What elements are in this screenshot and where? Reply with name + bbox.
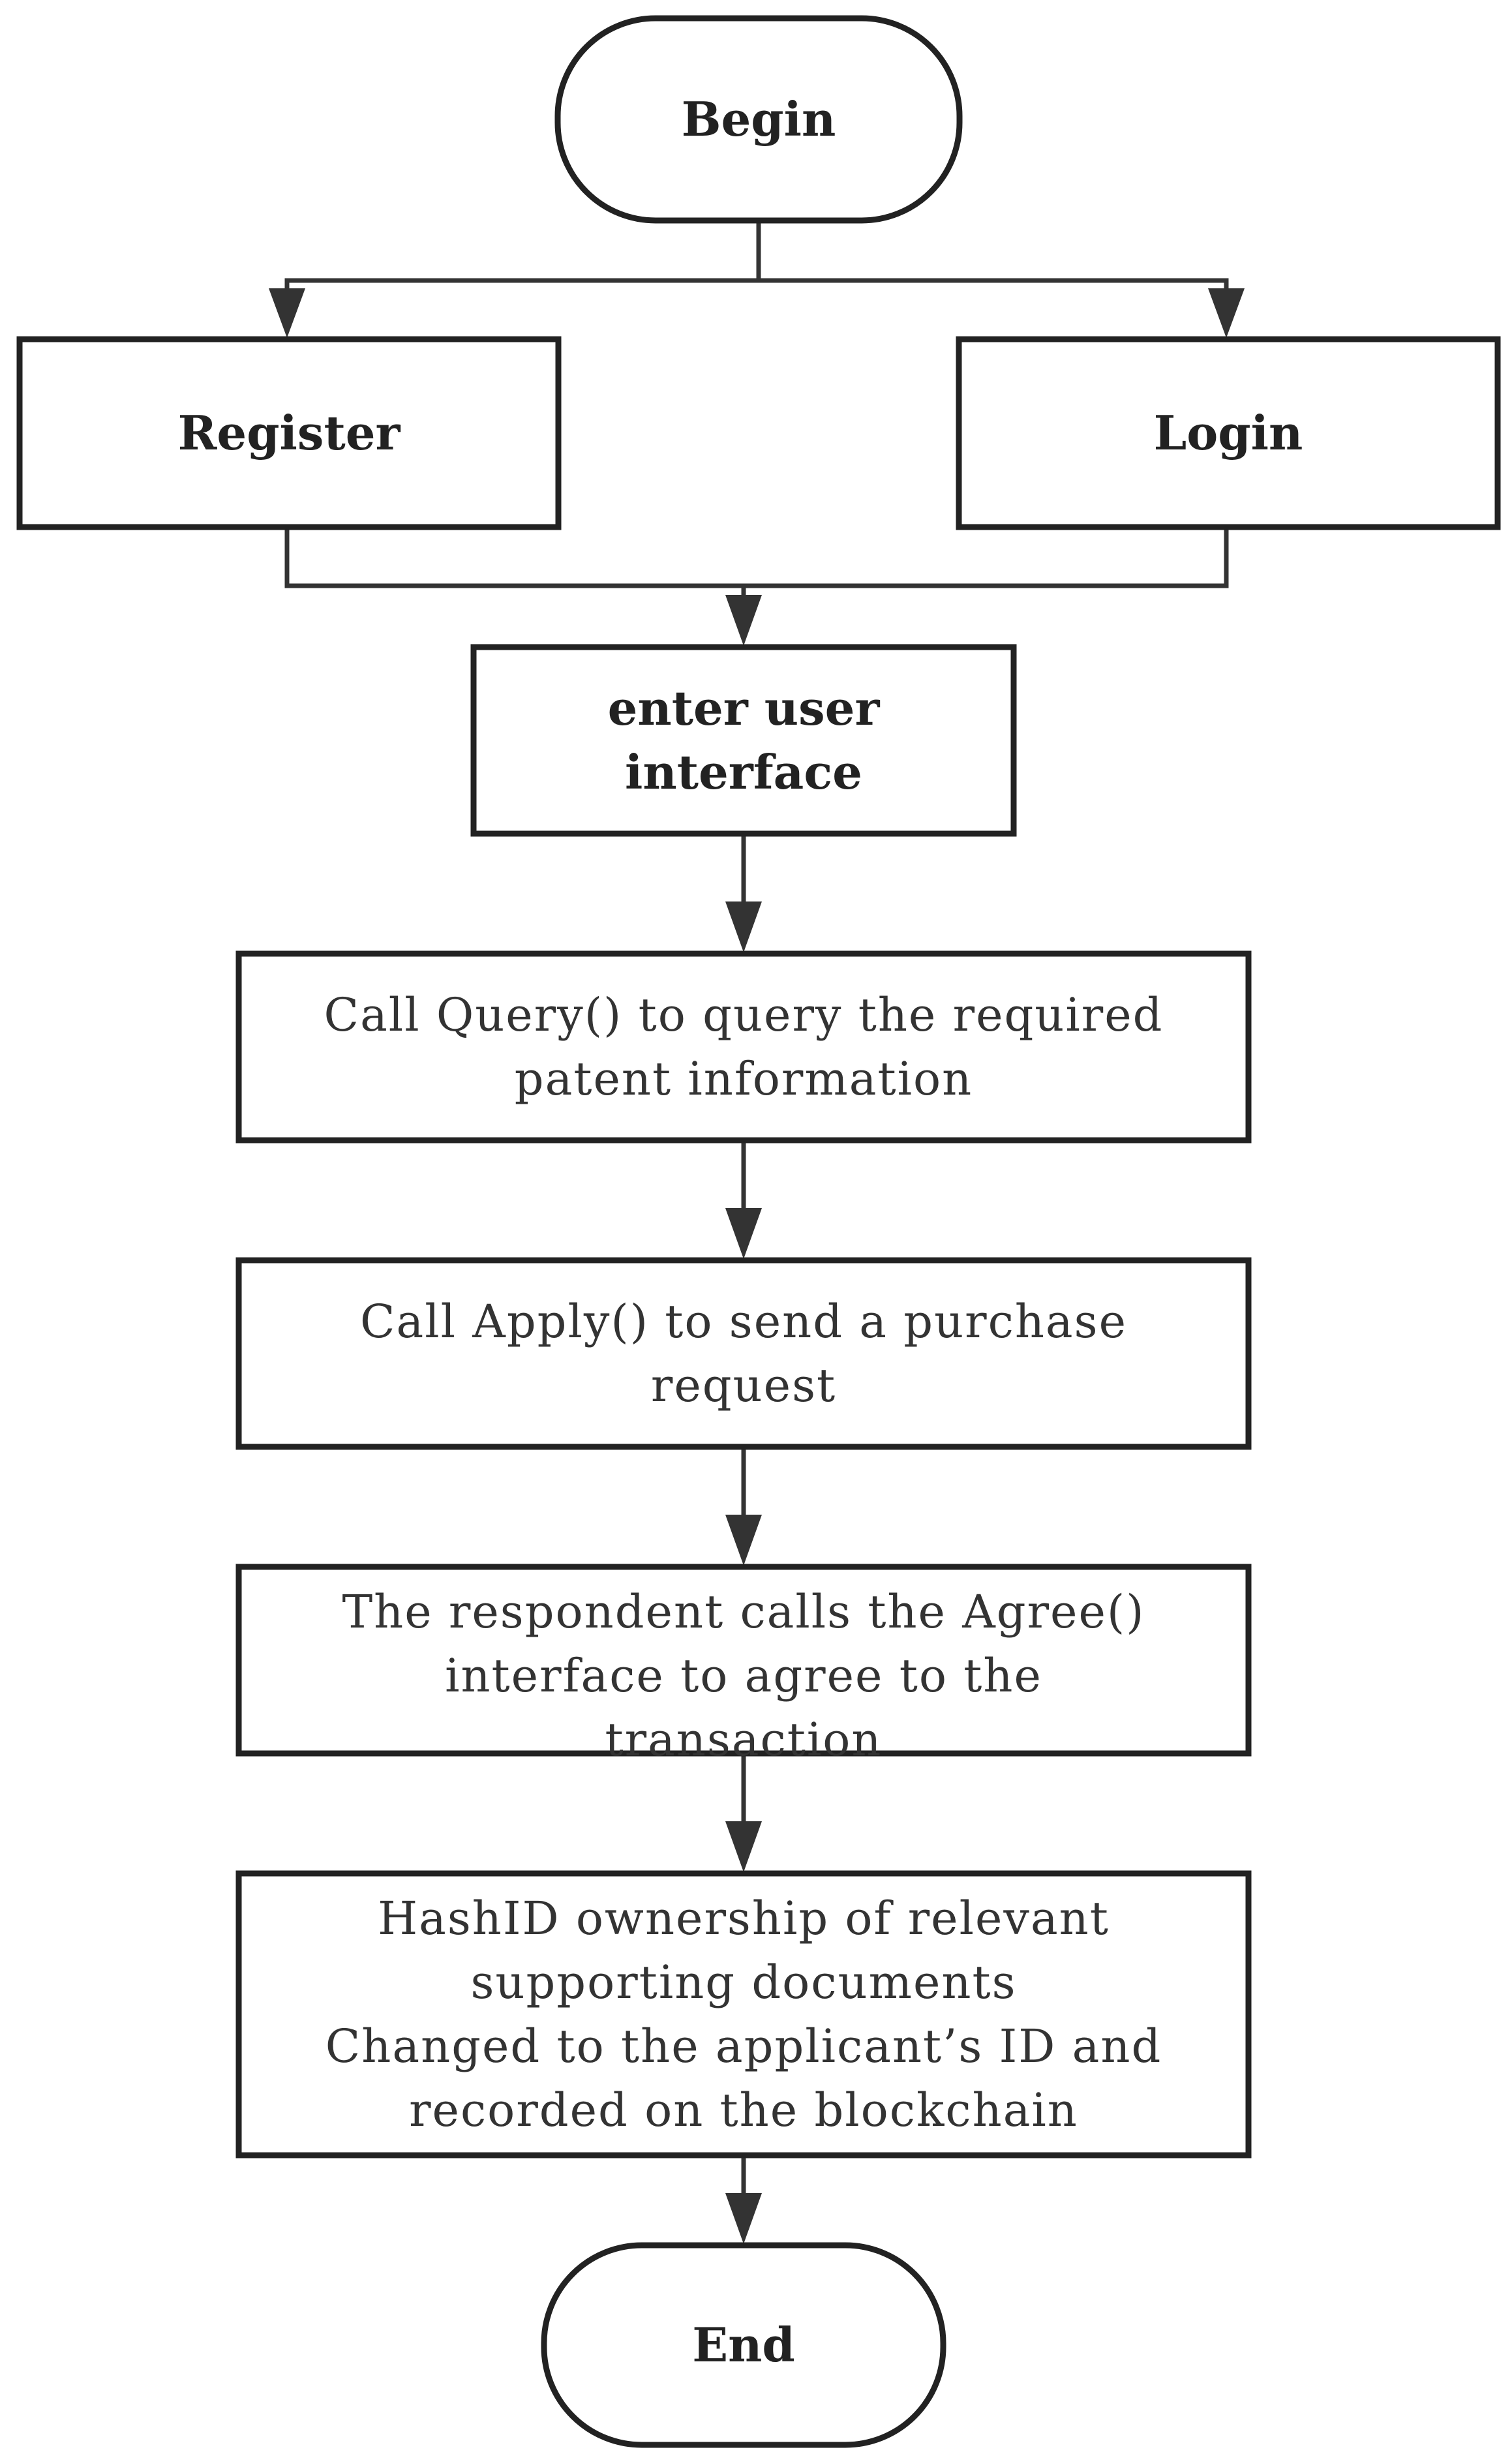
register-box — [16, 336, 562, 530]
edge-register-enter-ui — [284, 527, 1229, 588]
edge-begin-login — [759, 278, 1229, 307]
query-box — [235, 950, 1252, 1144]
begin-label: Begin — [681, 91, 836, 147]
end-terminal — [541, 2242, 946, 2448]
end-label: End — [692, 2317, 795, 2372]
agree-label: The respondent calls the Agree() interfa… — [342, 1585, 1145, 1766]
arrowhead-enter-ui — [725, 595, 762, 646]
enter-ui-label: enter user interface — [607, 680, 880, 800]
hashid-box — [235, 1870, 1252, 2159]
register-label: Register — [177, 405, 401, 461]
apply-label: Call Apply() to send a purchase request — [359, 1295, 1128, 1412]
hashid-label: HashID ownership of relevant supporting … — [325, 1892, 1162, 2137]
edge-begin-register — [284, 220, 761, 307]
arrowhead-login — [1208, 288, 1245, 338]
begin-terminal — [554, 15, 963, 224]
arrowhead-query — [725, 901, 762, 952]
apply-box — [235, 1257, 1252, 1450]
login-box — [956, 336, 1501, 530]
arrowhead-hashid — [725, 1821, 762, 1872]
arrowhead-register — [269, 288, 305, 338]
agree-box — [235, 1564, 1252, 1757]
arrowhead-apply — [725, 1208, 762, 1259]
arrowhead-agree — [725, 1515, 762, 1566]
enter-ui-box — [470, 644, 1017, 837]
query-label: Call Query() to query the required paten… — [324, 988, 1164, 1106]
arrowhead-end — [725, 2193, 762, 2244]
login-label: Login — [1153, 405, 1303, 461]
